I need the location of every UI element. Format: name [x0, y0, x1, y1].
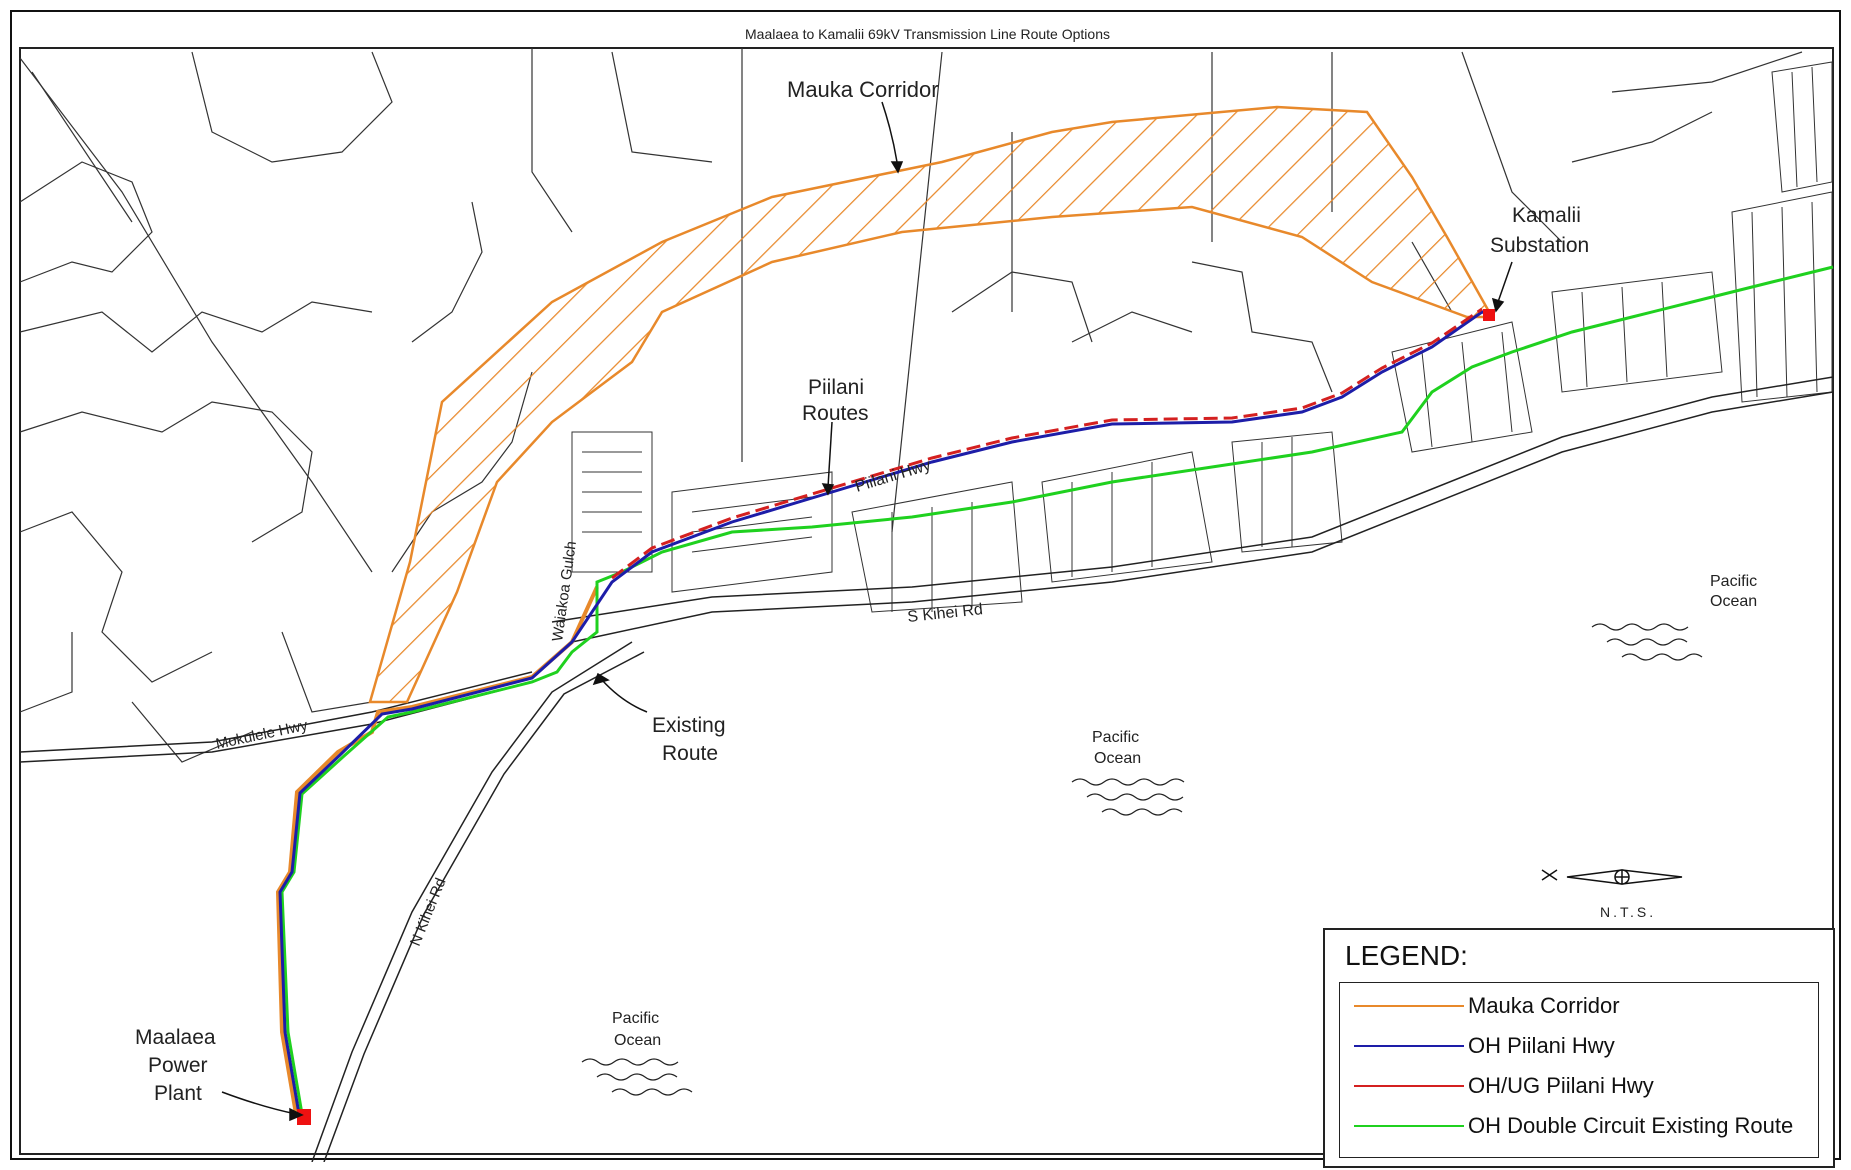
- legend-swatch-ohug-piilani-hwy: [1354, 1085, 1464, 1087]
- mauka-corridor-label: Mauka Corridor: [787, 77, 939, 102]
- map-canvas: Mauka Corridor Kamalii Substation Piilan…: [19, 47, 1834, 1162]
- piilani-hwy-label: Piilani Hwy: [853, 457, 933, 496]
- ocean-label-3-name: Pacific: [612, 1010, 659, 1027]
- map-inner-border: [19, 47, 1834, 1155]
- legend-item-existing-route: OH Double Circuit Existing Route: [1354, 1111, 1814, 1141]
- north-arrow: [1541, 869, 1683, 885]
- ocean-label-1-name: Pacific: [1092, 729, 1139, 746]
- ocean-label-1-word: Ocean: [1094, 750, 1141, 767]
- legend-swatch-existing-route: [1354, 1125, 1464, 1127]
- maalaea-power-plant-marker: [297, 1109, 311, 1125]
- piilani-routes-label-line1: Piilani: [808, 376, 864, 399]
- maalaea-power-plant-label-line1: Maalaea: [135, 1026, 216, 1049]
- mauka-corridor-area: [368, 105, 1495, 704]
- ocean-label-3-word: Ocean: [614, 1032, 661, 1049]
- mokulele-hwy-label: Mokulele Hwy: [214, 717, 309, 753]
- piilani-routes-label-line2: Routes: [802, 402, 869, 425]
- map-title: Maalaea to Kamalii 69kV Transmission Lin…: [745, 26, 1110, 42]
- street-grid: [571, 61, 1833, 613]
- existing-route-line: [280, 265, 1834, 1115]
- mauka-route-line: [275, 586, 599, 1115]
- kamalii-substation-marker: [1483, 309, 1495, 321]
- legend: LEGEND: Mauka Corridor OH Piilani Hwy OH…: [1323, 928, 1835, 1168]
- oh-piilani-route-line: [278, 310, 1491, 1115]
- callout-arrows: [221, 101, 1513, 1122]
- legend-items: Mauka Corridor OH Piilani Hwy OH/UG Piil…: [1339, 982, 1819, 1158]
- nts-label: N.T.S.: [1600, 904, 1656, 920]
- ocean-label-2-word: Ocean: [1710, 593, 1757, 610]
- maalaea-power-plant-label-line2: Power: [148, 1054, 208, 1077]
- map-frame: Mauka Corridor Kamalii Substation Piilan…: [10, 10, 1841, 1168]
- legend-item-ohug-piilani-hwy: OH/UG Piilani Hwy: [1354, 1071, 1814, 1101]
- kamalii-substation-label-line2: Substation: [1490, 234, 1589, 257]
- legend-swatch-oh-piilani-hwy: [1354, 1045, 1464, 1047]
- legend-label: OH/UG Piilani Hwy: [1468, 1073, 1654, 1098]
- ocean-waves: [581, 623, 1703, 1096]
- existing-route-label-line1: Existing: [652, 714, 726, 737]
- maalaea-power-plant-label-line3: Plant: [154, 1082, 202, 1105]
- waiakoa-gulch-label: Waiakoa Gulch: [549, 540, 580, 643]
- ocean-label-2-name: Pacific: [1710, 573, 1757, 590]
- parcel-lines: [19, 48, 1803, 763]
- existing-route-label-line2: Route: [662, 742, 718, 765]
- legend-label: OH Piilani Hwy: [1468, 1033, 1615, 1058]
- ohug-piilani-route-line: [611, 307, 1483, 580]
- legend-item-mauka-corridor: Mauka Corridor: [1354, 991, 1814, 1021]
- legend-title: LEGEND:: [1345, 940, 1468, 971]
- n-kihei-rd-label: N Kihei Rd: [407, 876, 450, 949]
- legend-swatch-mauka-corridor: [1354, 1005, 1464, 1007]
- legend-label: Mauka Corridor: [1468, 993, 1620, 1018]
- kamalii-substation-label-line1: Kamalii: [1512, 204, 1581, 227]
- legend-item-oh-piilani-hwy: OH Piilani Hwy: [1354, 1031, 1814, 1061]
- legend-label: OH Double Circuit Existing Route: [1468, 1113, 1794, 1138]
- roads: [19, 376, 1834, 1162]
- s-kihei-rd-label: S Kihei Rd: [907, 601, 984, 626]
